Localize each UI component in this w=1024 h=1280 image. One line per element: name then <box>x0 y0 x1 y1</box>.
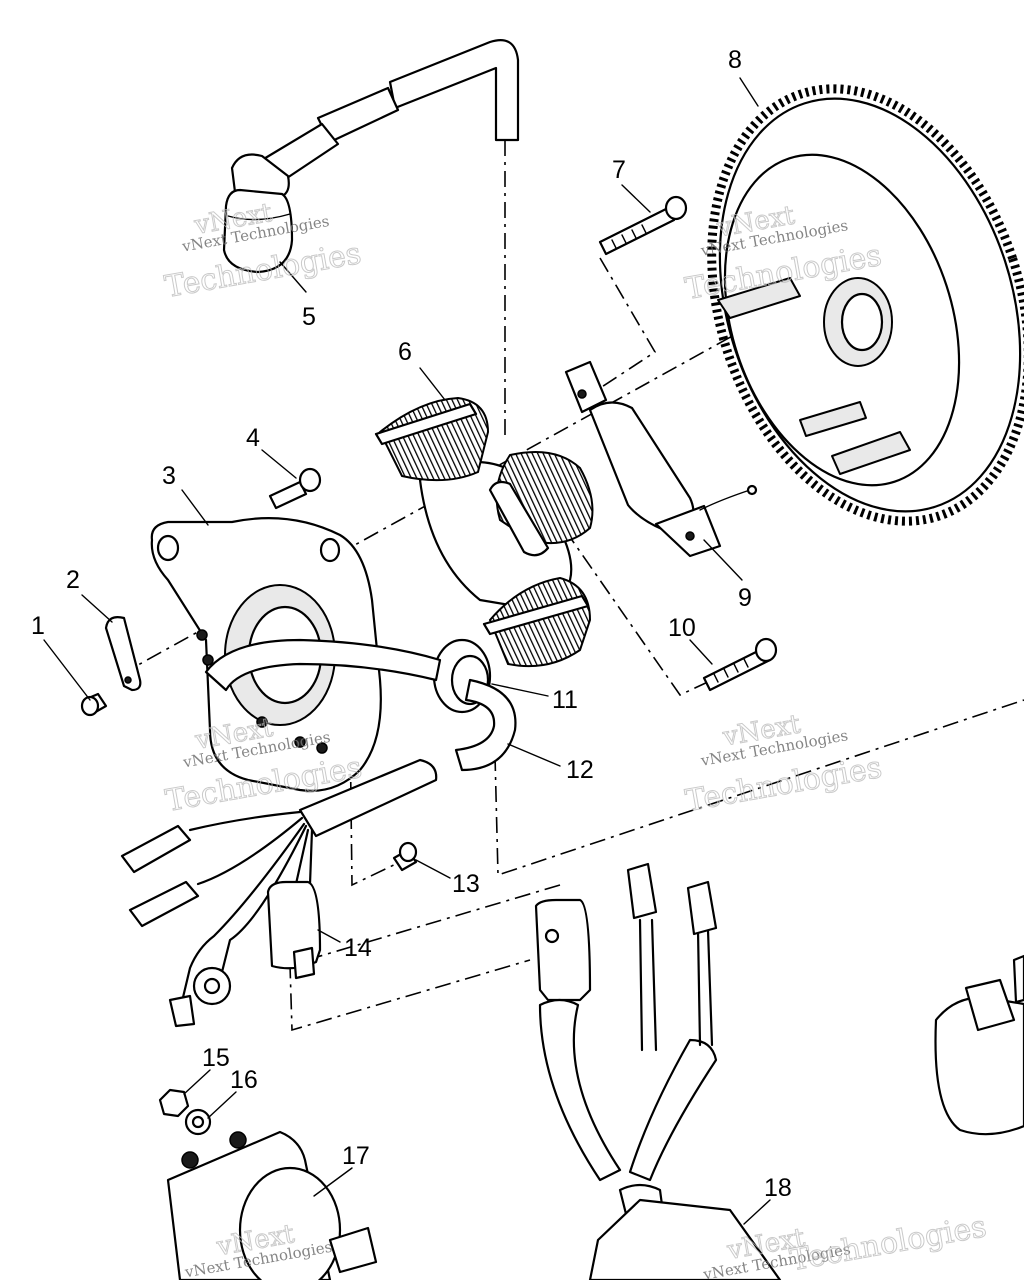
starter-relay <box>166 1130 378 1280</box>
clamp-screw <box>80 692 108 717</box>
callout-9: 9 <box>738 584 752 612</box>
callout-14: 14 <box>344 934 372 962</box>
callout-7: 7 <box>612 156 626 184</box>
hex-nut <box>158 1088 190 1118</box>
callout-2: 2 <box>66 566 80 594</box>
lock-washer <box>184 1108 212 1136</box>
callout-10: 10 <box>668 614 696 642</box>
callout-5: 5 <box>302 303 316 331</box>
callout-8: 8 <box>728 46 742 74</box>
flywheel <box>707 84 1024 526</box>
callout-15: 15 <box>202 1044 230 1072</box>
callout-13: 13 <box>452 870 480 898</box>
callout-1: 1 <box>31 612 45 640</box>
watermark-bottom-right: vNext vNext Technologies Technologies <box>701 1209 990 1280</box>
wire-connector <box>266 880 322 980</box>
stator-screw-upper <box>268 467 322 510</box>
callout-6: 6 <box>398 338 412 366</box>
watermark-middle-right: vNext vNext Technologies Technologies <box>682 709 885 820</box>
callout-12: 12 <box>566 756 594 784</box>
spark-plug-cap <box>222 39 520 274</box>
callout-17: 17 <box>342 1142 370 1170</box>
stator-coil-assembly <box>374 396 594 668</box>
wire-clamp <box>104 616 142 692</box>
watermarks: vNext vNext Technologies Technologies vN… <box>162 197 990 1280</box>
wire-harness-tube <box>204 638 517 838</box>
svg-text:Technologies: Technologies <box>787 1209 989 1278</box>
callout-11: 11 <box>552 686 578 714</box>
callout-leader-lines <box>43 77 771 1225</box>
callout-16: 16 <box>230 1066 258 1094</box>
ground-screw <box>392 841 418 872</box>
stator-base-plate <box>150 517 382 792</box>
pulser-bolt-lower <box>702 637 778 692</box>
pulser-coil <box>564 360 758 558</box>
callout-3: 3 <box>162 462 176 490</box>
pulser-bolt-upper <box>598 195 688 256</box>
callout-4: 4 <box>246 424 260 452</box>
rectifier-unit <box>534 862 782 1280</box>
callout-18: 18 <box>764 1174 792 1202</box>
callout-labels: 1 2 3 4 5 6 7 8 9 10 11 12 13 14 15 16 1… <box>31 46 792 1202</box>
ignition-coil-partial <box>934 954 1024 1136</box>
wire-leads-left <box>120 810 314 1028</box>
